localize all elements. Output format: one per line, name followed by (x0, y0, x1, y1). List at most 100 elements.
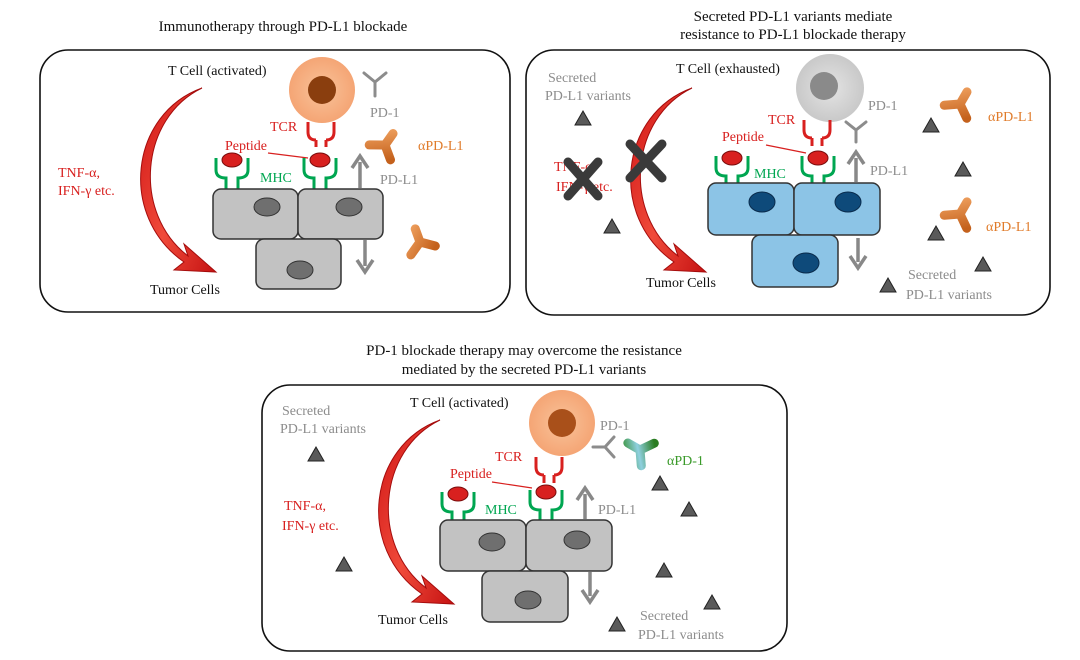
tumor-cell-1 (707, 182, 795, 236)
panel-b-title-line1: Secreted PD-L1 variants mediate (694, 9, 893, 25)
pd1-label: PD-1 (868, 99, 898, 114)
panel-a-frame (39, 49, 511, 313)
pd1-receptor (844, 120, 868, 144)
tumor-cells-label: Tumor Cells (646, 276, 716, 291)
pdl1-arrow-down (355, 240, 375, 276)
tcr-receptor (802, 120, 832, 146)
panel-a: Immunotherapy through PD-L1 blockade TNF… (39, 19, 511, 313)
cytokine-label-line1: TNF-α, (58, 166, 100, 181)
panel-c-title-line1: PD-1 blockade therapy may overcome the r… (366, 343, 682, 359)
pdl1-arrow-down (848, 238, 868, 272)
panel-c: PD-1 blockade therapy may overcome the r… (261, 343, 788, 652)
pd1-label: PD-1 (370, 106, 400, 121)
tumor-cell-3-nucleus (286, 260, 314, 280)
mhc-1 (214, 158, 250, 190)
mhc-label: MHC (485, 503, 517, 518)
t-cell-nucleus (308, 76, 336, 104)
mhc-label: MHC (260, 171, 292, 186)
peptide-2 (309, 152, 331, 168)
pdl1-arrow-down (580, 572, 600, 606)
t-cell-label: T Cell (activated) (168, 64, 267, 79)
peptide-1 (221, 152, 243, 168)
secreted-pdl1-triangles (574, 109, 992, 293)
tumor-cell-2-nucleus (335, 197, 363, 217)
apdl1-label-1: αPD-L1 (988, 110, 1033, 125)
t-cell-label: T Cell (activated) (410, 396, 509, 411)
secreted-label-1-line1: Secreted (548, 71, 596, 86)
peptide-label: Peptide (225, 139, 267, 154)
pdl1-label: PD-L1 (598, 503, 636, 518)
tcr-receptor (306, 122, 336, 147)
tumor-cell-1-nucleus (253, 197, 281, 217)
peptide-pointer (491, 481, 533, 489)
tcr-label: TCR (768, 113, 796, 128)
pdl1-arrow-up (575, 484, 595, 519)
panel-b-frame (525, 49, 1051, 316)
pd1-receptor (591, 435, 616, 459)
peptide-label: Peptide (450, 467, 492, 482)
panel-c-title-line2: mediated by the secreted PD-L1 variants (402, 362, 647, 378)
cytokine-label-line2: IFN-γ etc. (282, 519, 339, 534)
pdl1-label: PD-L1 (380, 173, 418, 188)
apdl1-label-2: αPD-L1 (986, 220, 1031, 235)
tumor-cell-2-nucleus (563, 530, 591, 550)
mhc-2 (302, 158, 338, 190)
apdl1-antibody-2 (403, 224, 435, 255)
tumor-cell-1 (212, 188, 299, 240)
block-cross-1 (563, 157, 603, 201)
peptide-pointer (267, 152, 309, 159)
secreted-label-1-line2: PD-L1 variants (280, 422, 366, 437)
pdl1-arrow-up (350, 152, 370, 188)
tcr-label: TCR (270, 120, 298, 135)
apdl1-antibody-2 (944, 195, 978, 228)
cytokine-arrow (378, 419, 455, 605)
tumor-cells-label: Tumor Cells (378, 613, 448, 628)
mhc-label: MHC (754, 167, 786, 182)
tumor-cell-3-nucleus (792, 252, 820, 274)
peptide-2 (535, 484, 557, 500)
peptide-label: Peptide (722, 130, 764, 145)
apdl1-antibody-1 (944, 85, 978, 118)
cytokine-arrow (630, 87, 707, 273)
secreted-label-2-line1: Secreted (640, 609, 688, 624)
apdl1-label: αPD-L1 (418, 139, 463, 154)
block-cross-2 (625, 139, 667, 183)
apdl1-antibody-1 (369, 126, 403, 160)
panel-a-title: Immunotherapy through PD-L1 blockade (159, 19, 408, 35)
peptide-1 (721, 150, 743, 166)
panel-b-title-line2: resistance to PD-L1 blockade therapy (680, 27, 906, 43)
peptide-pointer (765, 144, 807, 154)
mhc-1 (714, 156, 750, 186)
tumor-cell-2-nucleus (834, 191, 862, 213)
pd1-receptor (362, 71, 388, 98)
secreted-label-1-line2: PD-L1 variants (545, 89, 631, 104)
tumor-cell-3-nucleus (514, 590, 542, 610)
tumor-cell-2 (793, 182, 881, 236)
t-cell-label: T Cell (exhausted) (676, 62, 780, 77)
tumor-cells-label: Tumor Cells (150, 283, 220, 298)
apd1-label: αPD-1 (667, 454, 704, 469)
secreted-label-1-line1: Secreted (282, 404, 330, 419)
secreted-label-2-line2: PD-L1 variants (906, 288, 992, 303)
secreted-label-2-line1: Secreted (908, 268, 956, 283)
t-cell-nucleus (548, 409, 576, 437)
secreted-label-2-line2: PD-L1 variants (638, 628, 724, 643)
panel-b: Secreted PD-L1 variants mediate resistan… (525, 9, 1051, 316)
t-cell-nucleus (810, 72, 838, 100)
tcr-receptor (534, 457, 564, 483)
pdl1-arrow-up (846, 148, 866, 182)
apd1-antibody (621, 432, 654, 466)
peptide-1 (447, 486, 469, 502)
cytokine-label-line1: TNF-α, (284, 499, 326, 514)
cytokine-label-line2: IFN-γ etc. (58, 184, 115, 199)
mhc-2 (800, 156, 836, 186)
peptide-2 (807, 150, 829, 166)
tcr-label: TCR (495, 450, 523, 465)
pd1-label: PD-1 (600, 419, 630, 434)
mhc-2 (528, 490, 564, 521)
pdl1-label: PD-L1 (870, 164, 908, 179)
secreted-pdl1-triangles (307, 445, 721, 632)
cytokine-arrow (140, 87, 217, 273)
mhc-1 (440, 492, 476, 521)
